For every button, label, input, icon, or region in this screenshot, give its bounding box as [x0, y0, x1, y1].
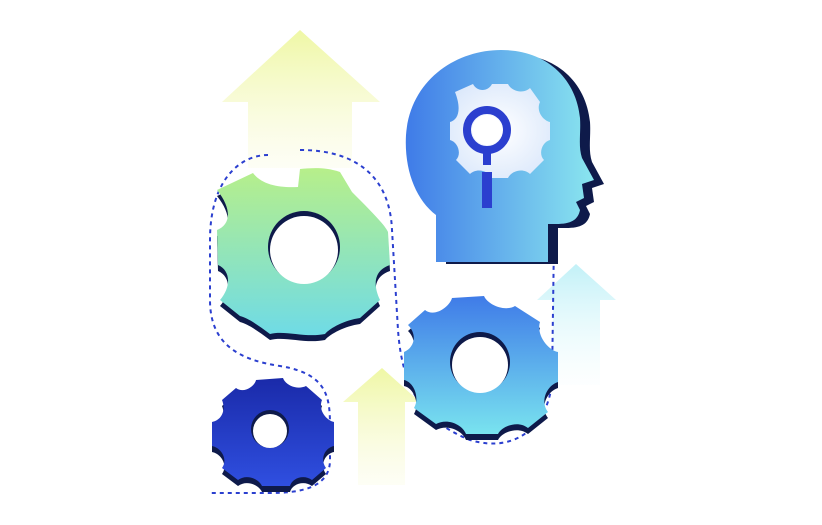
magnifying-glass-icon	[463, 106, 511, 208]
gear-icon	[217, 168, 390, 342]
gear-icon	[212, 378, 334, 492]
head-icon	[405, 50, 604, 264]
up-arrow-icon	[222, 30, 380, 168]
up-arrow-icon	[343, 368, 420, 485]
gear-icon	[404, 296, 558, 440]
